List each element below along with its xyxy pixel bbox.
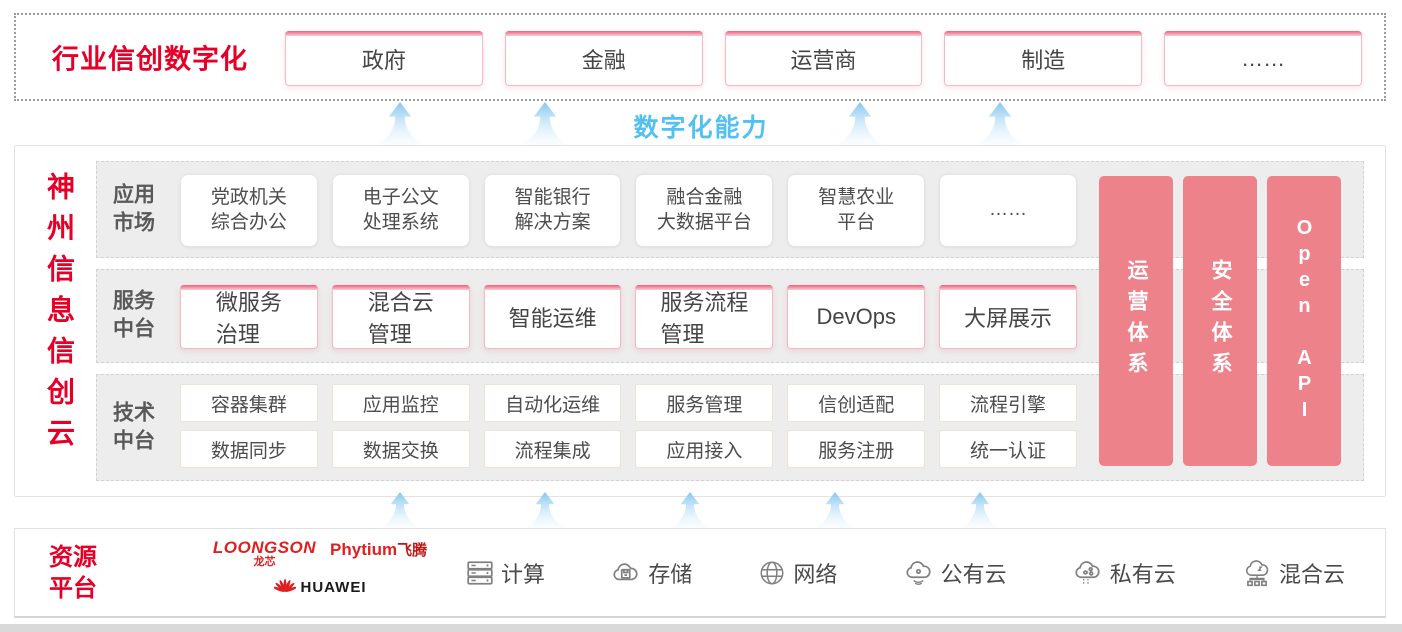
digital-capability-label: 数字化能力 bbox=[633, 114, 769, 142]
tech-platform-label: 技术 中台 bbox=[113, 401, 155, 453]
pillar-security: 安全体系 bbox=[1183, 176, 1257, 466]
app-box: 智能银行 解决方案 bbox=[483, 174, 622, 247]
industry-band-title: 行业信创数字化 bbox=[52, 44, 248, 75]
phytium-cn: 飞腾 bbox=[397, 542, 428, 559]
platform-title-vertical: 神州信息信创云 bbox=[44, 172, 75, 459]
tech-box: 应用监控 bbox=[331, 384, 470, 422]
app-market-boxes: 党政机关 综合办公 电子公文 处理系统 智能银行 解决方案 融合金融 大数据平台… bbox=[180, 174, 1077, 247]
resource-label: 公有云 bbox=[940, 561, 1007, 587]
up-arrow-icon bbox=[977, 102, 1023, 145]
app-box-more: …… bbox=[939, 174, 1077, 247]
page-bottom-bar bbox=[0, 624, 1402, 632]
up-arrow-icon bbox=[671, 492, 709, 528]
resource-platform-box: 资源 平台 LOONGSON 龙芯 Phytium飞腾 bbox=[14, 528, 1386, 618]
app-market-panel: 应用 市场 党政机关 综合办公 电子公文 处理系统 智能银行 解决方案 融合金融… bbox=[96, 161, 1364, 258]
resource-hybrid-cloud: 混合云 bbox=[1241, 557, 1345, 589]
sector-box-finance: 金融 bbox=[504, 31, 703, 86]
resource-network: 网络 bbox=[757, 557, 837, 589]
phytium-logo: Phytium飞腾 bbox=[330, 539, 427, 560]
service-platform-panel: 服务 中台 微服务 治理 混合云 管理 智能运维 服务流程 管理 DevOps … bbox=[96, 269, 1364, 363]
phytium-wordmark: Phytium bbox=[330, 540, 398, 559]
app-box: 电子公文 处理系统 bbox=[331, 174, 470, 247]
service-box: 微服务 治理 bbox=[180, 285, 318, 349]
resource-compute: 计算 bbox=[465, 557, 545, 589]
sector-box-manufacturing: 制造 bbox=[944, 31, 1143, 86]
service-box: 混合云 管理 bbox=[331, 285, 470, 349]
resource-private-cloud: 私有云 bbox=[1072, 557, 1176, 589]
resource-label: 私有云 bbox=[1109, 561, 1176, 587]
up-arrow-icon bbox=[837, 102, 883, 145]
service-box: DevOps bbox=[787, 285, 926, 349]
resource-label: 计算 bbox=[501, 561, 546, 587]
resource-items: 计算 存储 网络 公有云 bbox=[465, 529, 1345, 616]
tech-box: 数据交换 bbox=[331, 430, 470, 468]
pillar-open-api: Open API bbox=[1267, 176, 1341, 466]
up-arrow-icon bbox=[816, 492, 854, 528]
resource-storage: 存储 bbox=[610, 557, 692, 589]
up-arrow-icon bbox=[377, 102, 423, 145]
up-arrow-icon bbox=[522, 102, 568, 145]
service-boxes: 微服务 治理 混合云 管理 智能运维 服务流程 管理 DevOps 大屏展示 bbox=[180, 285, 1077, 349]
public-cloud-icon bbox=[905, 560, 931, 585]
app-box: 党政机关 综合办公 bbox=[180, 174, 318, 247]
tech-box: 自动化运维 bbox=[483, 384, 622, 422]
loongson-logo: LOONGSON 龙芯 bbox=[213, 539, 316, 569]
sector-row: 政府 金融 运营商 制造 …… bbox=[285, 31, 1362, 86]
service-box: 智能运维 bbox=[483, 285, 622, 349]
tech-box: 统一认证 bbox=[939, 430, 1077, 468]
resource-platform-title: 资源 平台 bbox=[49, 543, 97, 602]
app-market-label: 应用 市场 bbox=[113, 183, 155, 235]
tech-boxes-bottom: 数据同步 数据交换 流程集成 应用接入 服务注册 统一认证 bbox=[180, 430, 1077, 468]
resource-label: 混合云 bbox=[1278, 561, 1345, 587]
sector-box-government: 政府 bbox=[285, 31, 483, 86]
resource-public-cloud: 公有云 bbox=[903, 557, 1007, 589]
loongson-cn: 龙芯 bbox=[253, 556, 276, 568]
tech-platform-panel: 技术 中台 容器集群 应用监控 自动化运维 服务管理 信创适配 流程引擎 数据同… bbox=[96, 374, 1364, 481]
huawei-wordmark: HUAWEI bbox=[300, 578, 367, 596]
app-box: 智慧农业 平台 bbox=[787, 174, 926, 247]
loongson-wordmark: LOONGSON bbox=[212, 538, 317, 557]
up-arrow-icon bbox=[961, 492, 999, 528]
up-arrow-icon bbox=[381, 492, 419, 528]
service-box: 服务流程 管理 bbox=[635, 285, 774, 349]
resource-label: 网络 bbox=[793, 561, 838, 587]
sector-box-operator: 运营商 bbox=[724, 31, 923, 86]
tech-box: 应用接入 bbox=[635, 430, 774, 468]
tech-box: 数据同步 bbox=[180, 430, 318, 468]
hybrid-cloud-icon bbox=[1245, 559, 1269, 586]
industry-band: 行业信创数字化 政府 金融 运营商 制造 …… bbox=[14, 13, 1386, 101]
tech-box: 流程引擎 bbox=[939, 384, 1077, 422]
storage-cloud-icon bbox=[613, 562, 638, 580]
private-cloud-icon bbox=[1075, 560, 1100, 584]
app-box: 融合金融 大数据平台 bbox=[635, 174, 774, 247]
tech-box: 流程集成 bbox=[483, 430, 622, 468]
tech-box: 容器集群 bbox=[180, 384, 318, 422]
pillar-operations: 运营体系 bbox=[1099, 176, 1173, 466]
huawei-flower-icon bbox=[273, 579, 296, 593]
tech-boxes-top: 容器集群 应用监控 自动化运维 服务管理 信创适配 流程引擎 bbox=[180, 384, 1077, 422]
resource-label: 存储 bbox=[648, 561, 693, 587]
sector-box-more: …… bbox=[1164, 31, 1362, 86]
huawei-logo: HUAWEI bbox=[205, 578, 435, 596]
tech-box: 服务管理 bbox=[635, 384, 774, 422]
service-platform-label: 服务 中台 bbox=[113, 289, 155, 341]
server-icon bbox=[467, 560, 493, 585]
up-arrow-icon bbox=[526, 492, 564, 528]
vendor-logos: LOONGSON 龙芯 Phytium飞腾 bbox=[205, 539, 435, 596]
cloud-platform-box: 神州信息信创云 应用 市场 党政机关 综合办公 电子公文 处理系统 智能银行 解… bbox=[14, 145, 1386, 497]
service-box: 大屏展示 bbox=[939, 285, 1077, 349]
tech-box: 服务注册 bbox=[787, 430, 926, 468]
tech-box: 信创适配 bbox=[787, 384, 926, 422]
network-globe-icon bbox=[760, 561, 784, 584]
